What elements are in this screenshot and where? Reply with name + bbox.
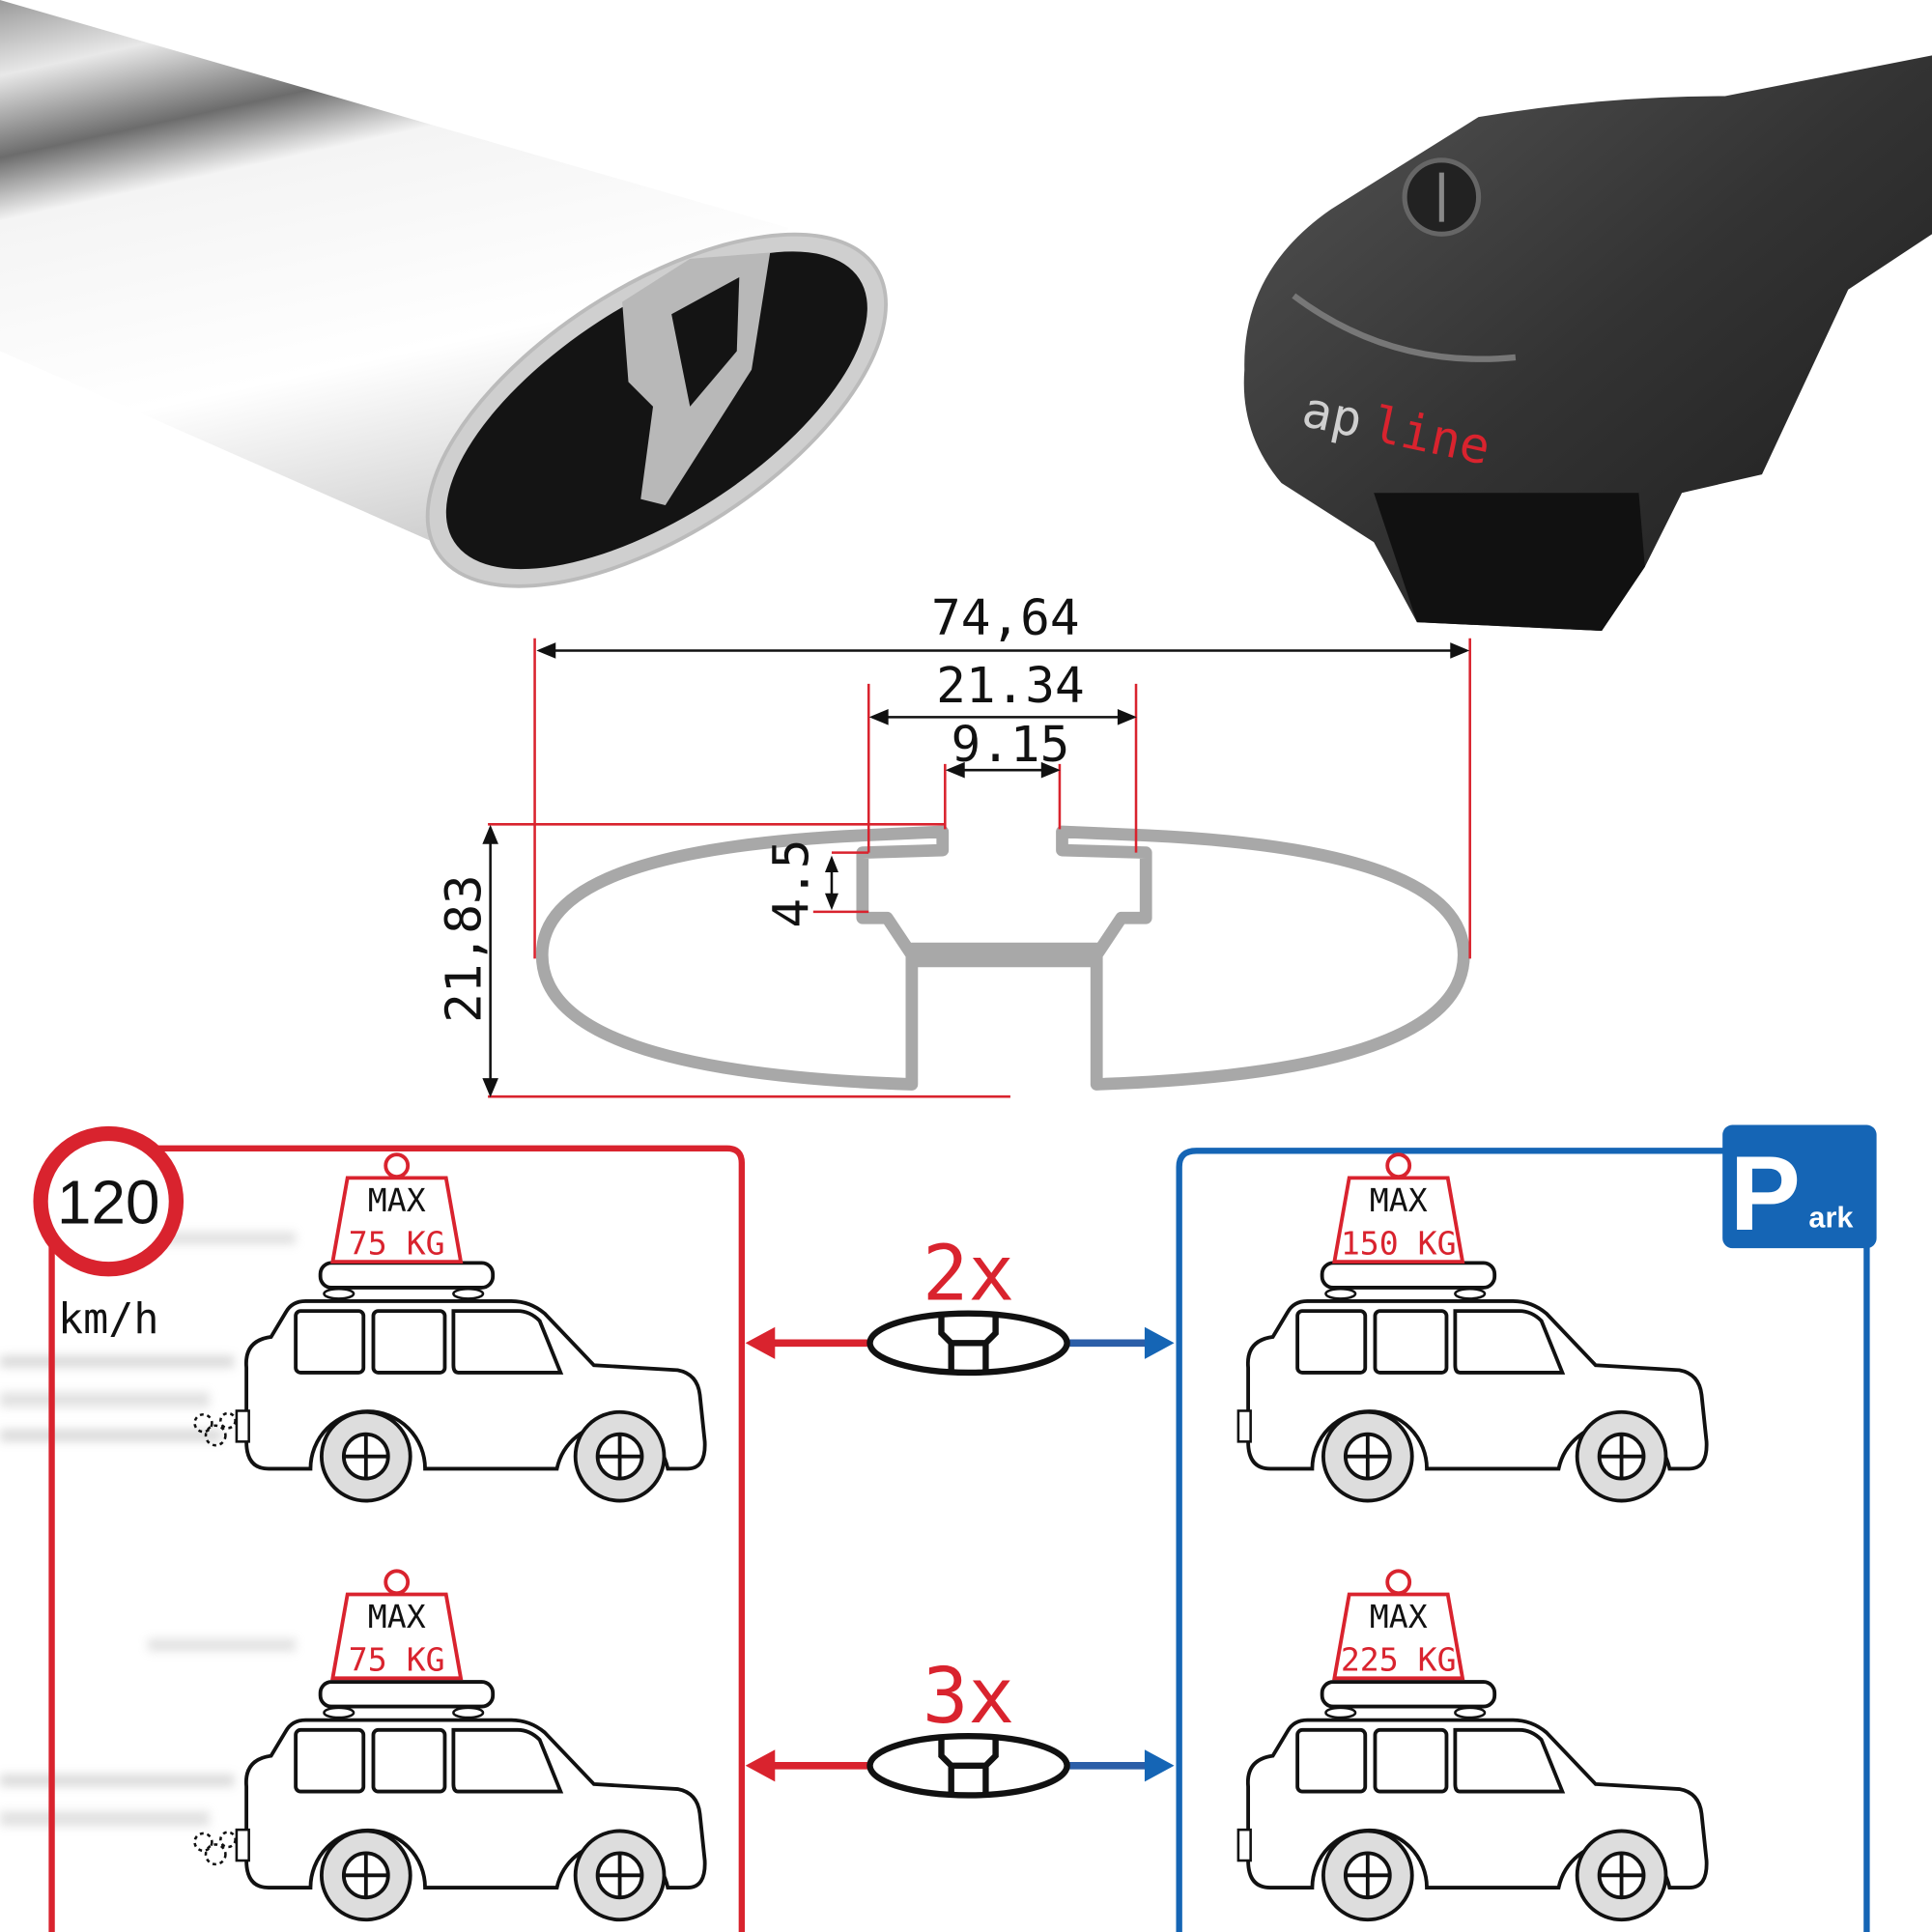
parking-sign-suffix: ark <box>1808 1201 1854 1234</box>
weight-tag-label: MAX <box>368 1598 426 1635</box>
weight-tag-value: 150 KG <box>1341 1224 1457 1262</box>
weight-tag-label: MAX <box>1370 1598 1428 1635</box>
three-bars-label: 3x <box>923 1652 1014 1741</box>
weight-tag-value: 75 KG <box>349 1641 445 1679</box>
speed-unit: km/h <box>58 1295 158 1344</box>
arrow-left-icon <box>745 1749 776 1782</box>
profile-dimension-drawing: 74,64 21.34 9.15 4.5 21,83 <box>436 590 1471 1098</box>
car-icon <box>1236 1261 1709 1503</box>
bar-profile-icon <box>870 1736 1067 1795</box>
dimension-slot-depth: 4.5 <box>764 838 821 927</box>
weight-tag-value: 75 KG <box>349 1224 445 1262</box>
weight-tag-value: 225 KG <box>1341 1641 1457 1679</box>
weight-tag-label: MAX <box>368 1181 426 1219</box>
weight-tag: MAX 75 KG <box>330 1152 463 1264</box>
car-icon <box>1236 1680 1709 1922</box>
weight-tag: MAX 150 KG <box>1332 1152 1464 1264</box>
arrow-left-icon <box>745 1326 776 1359</box>
roof-rack-foot-photo: ap line <box>1243 55 1932 632</box>
dimension-height: 21,83 <box>436 874 493 1023</box>
car-icon <box>234 1680 707 1922</box>
arrow-right-icon <box>1144 1326 1175 1359</box>
dynamic-load-panel: 120 km/h MAX 75 KG MAX 75 KG <box>0 1125 746 1932</box>
speed-limit-value: 120 <box>57 1168 159 1237</box>
exhaust-icon <box>193 1831 237 1866</box>
weight-tag: MAX 225 KG <box>1332 1569 1464 1681</box>
speed-limit-sign: 120 <box>33 1125 185 1277</box>
aluminum-bar-photo <box>0 0 888 588</box>
static-load-panel: P ark MAX 150 KG MAX 225 KG <box>1176 1124 1877 1932</box>
weight-tag: MAX 75 KG <box>330 1569 463 1681</box>
bar-profile-icon <box>870 1314 1067 1373</box>
dimension-slot-outer-width: 21.34 <box>936 658 1085 715</box>
logo-text-ap: ap <box>1297 382 1367 449</box>
parking-sign: P ark <box>1722 1124 1877 1253</box>
dimension-overall-width: 74,64 <box>931 590 1080 647</box>
car-icon <box>234 1261 707 1503</box>
weight-tag-label: MAX <box>1370 1181 1428 1219</box>
dimension-slot-opening: 9.15 <box>951 717 1069 774</box>
bar-count-comparison: 2x 3x <box>745 1230 1175 1796</box>
two-bars-label: 2x <box>923 1230 1014 1319</box>
arrow-right-icon <box>1144 1749 1175 1782</box>
parking-sign-letter: P <box>1730 1135 1801 1253</box>
